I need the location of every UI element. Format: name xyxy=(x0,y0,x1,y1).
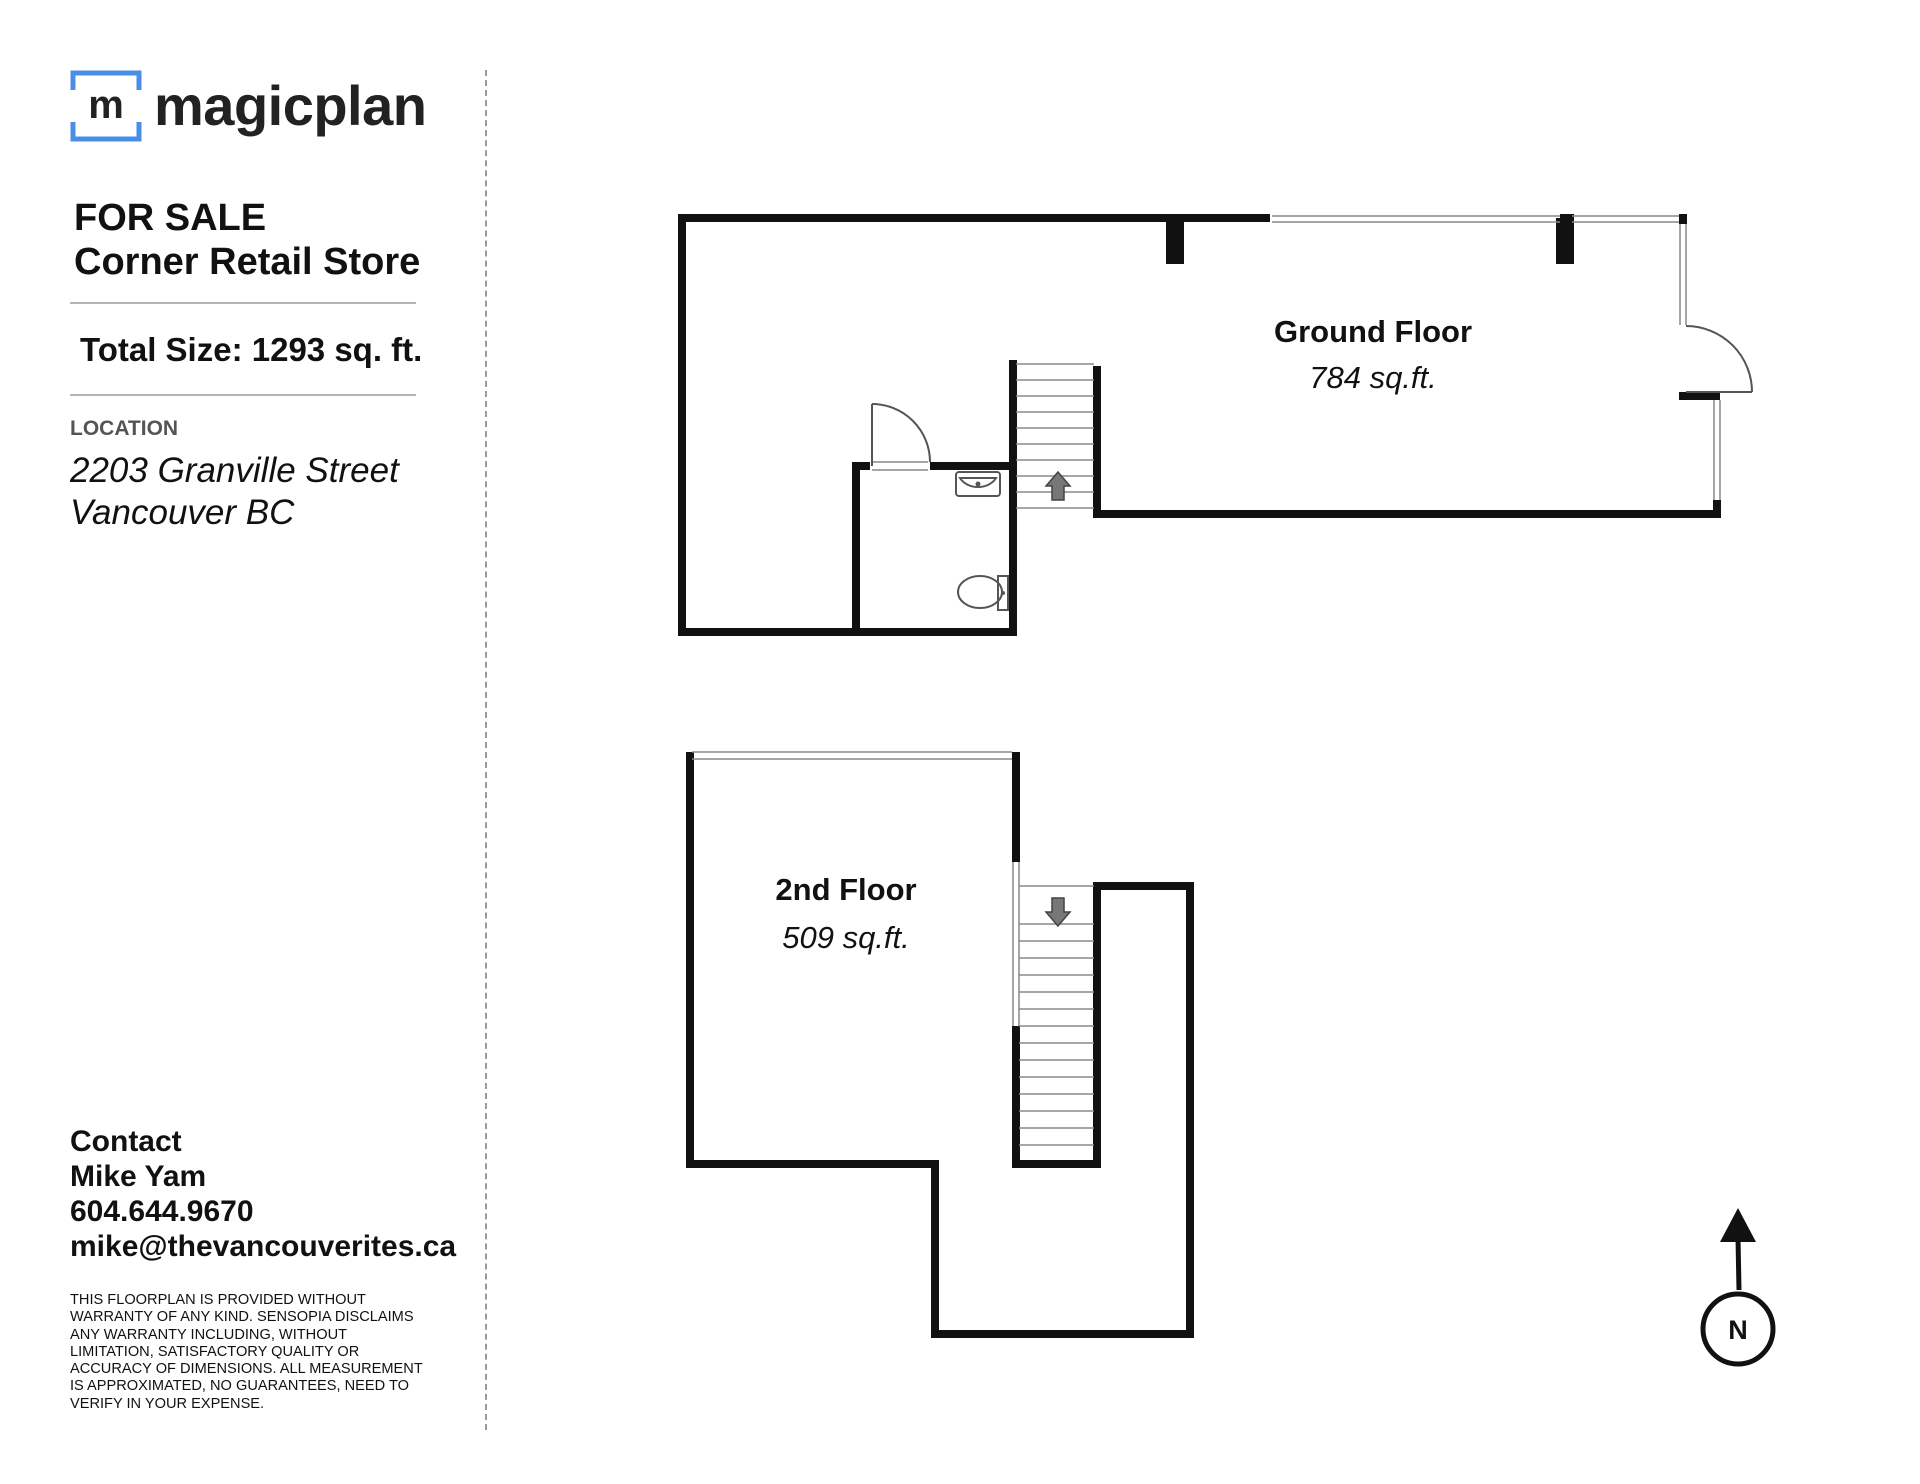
column-divider xyxy=(485,70,487,1430)
washroom-wall xyxy=(852,462,870,632)
ground-floor-plan: Ground Floor 784 sq.ft. xyxy=(678,214,1753,636)
second-floor-plan: 2nd Floor 509 sq.ft. xyxy=(686,751,1194,1338)
contact-email[interactable]: mike@thevancouverites.ca xyxy=(70,1230,457,1263)
second-floor-stairs xyxy=(1019,923,1094,1146)
sink-icon xyxy=(955,471,1001,497)
ground-floor-pillar xyxy=(1560,214,1570,262)
logo-mark-letter: m xyxy=(88,83,124,127)
magicplan-logo-icon: m xyxy=(70,70,142,142)
ground-floor-door-swing xyxy=(1685,325,1753,393)
contact-name: Mike Yam xyxy=(70,1160,207,1193)
ground-floor-area: 784 sq.ft. xyxy=(1309,360,1437,395)
contact-phone[interactable]: 604.644.9670 xyxy=(70,1195,254,1228)
brand-name: magicplan xyxy=(154,74,427,137)
second-floor-wall xyxy=(686,752,1194,1338)
divider-rule xyxy=(70,302,416,304)
compass-label: N xyxy=(1728,1315,1748,1345)
total-size: Total Size: 1293 sq. ft. xyxy=(80,331,423,368)
toilet-icon xyxy=(957,575,1009,611)
ground-floor-wall xyxy=(1093,366,1721,518)
contact-heading: Contact xyxy=(70,1125,182,1158)
ground-floor-pillar xyxy=(1170,214,1180,262)
stair-up-arrow-icon xyxy=(1044,470,1072,501)
washroom-door-swing xyxy=(871,403,931,463)
ground-floor-title: Ground Floor xyxy=(1274,314,1472,349)
address-street: 2203 Granville Street xyxy=(70,451,399,490)
north-arrow-icon: N xyxy=(1700,1208,1776,1367)
stair-down-arrow-icon xyxy=(1044,897,1072,928)
disclaimer-text: THIS FLOORPLAN IS PROVIDED WITHOUT WARRA… xyxy=(70,1292,423,1412)
ground-floor-wall xyxy=(678,214,1270,636)
second-floor-title: 2nd Floor xyxy=(775,872,916,907)
listing-title: Corner Retail Store xyxy=(74,241,421,283)
location-label: LOCATION xyxy=(70,417,179,440)
second-floor-area: 509 sq.ft. xyxy=(782,920,910,955)
divider-rule xyxy=(70,394,416,396)
address-city: Vancouver BC xyxy=(70,493,295,532)
listing-status: FOR SALE xyxy=(74,197,267,239)
ground-floor-stairs xyxy=(1016,363,1094,509)
